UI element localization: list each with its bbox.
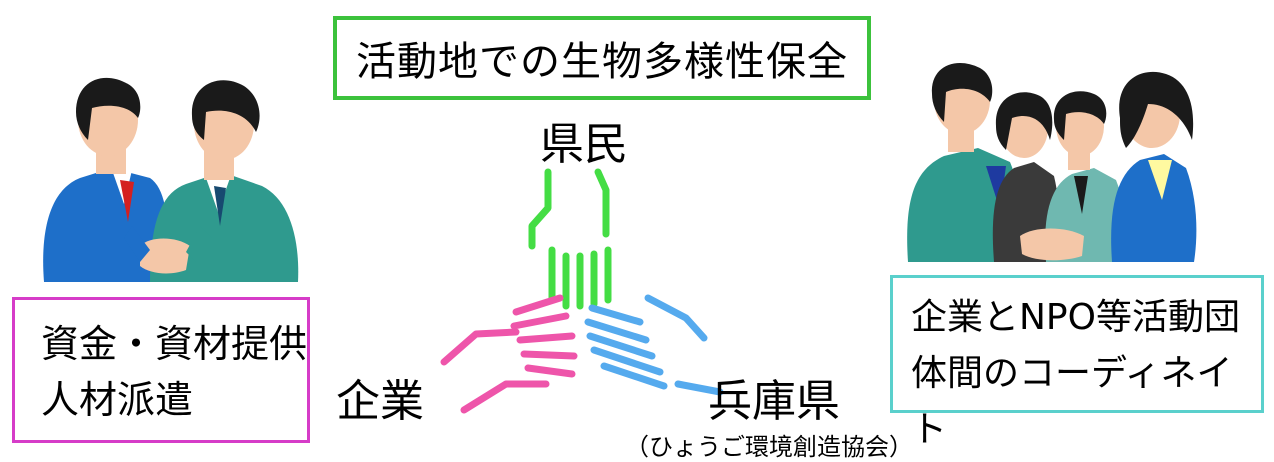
- company-support-line2: 人材派遣: [41, 378, 194, 422]
- diagram-title: 活動地での生物多様性保全: [356, 39, 848, 85]
- title-box: 活動地での生物多様性保全: [333, 16, 871, 100]
- label-prefectural-residents: 県民: [540, 119, 628, 170]
- company-support-box: 資金・資材提供 人材派遣: [12, 297, 310, 443]
- prefecture-hand-icon: [584, 294, 724, 396]
- coordination-line2: 体間のコーディネイト: [911, 353, 1233, 450]
- residents-hand-icon: [528, 168, 612, 310]
- label-company: 企業: [336, 376, 424, 427]
- label-hyogo-prefecture: 兵庫県: [708, 376, 840, 427]
- group-handshake-icon: [907, 63, 1197, 262]
- label-hyogo-environment-association: （ひょうご環境創造協会）: [625, 433, 913, 461]
- coordination-line1: 企業とNPO等活動団: [911, 297, 1240, 338]
- company-hand-icon: [440, 294, 578, 414]
- coordination-box: 企業とNPO等活動団 体間のコーディネイト: [890, 275, 1264, 450]
- three-hands-clasp-icon: [440, 168, 724, 414]
- company-support-line1: 資金・資材提供: [41, 322, 308, 366]
- business-handshake-icon: [43, 77, 299, 282]
